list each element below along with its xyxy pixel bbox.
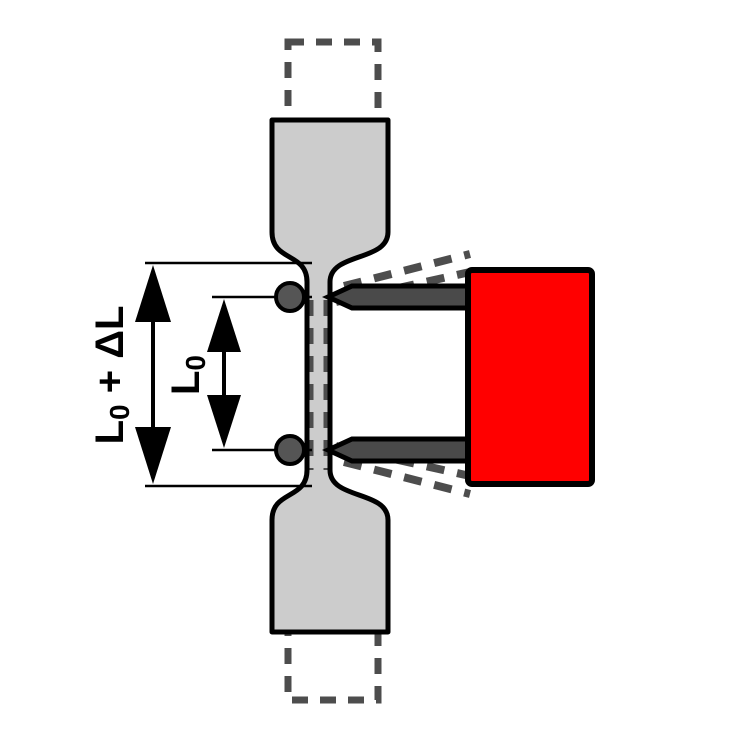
lower-ghost-arm-bottom-edge bbox=[343, 458, 471, 498]
extensometer-arms bbox=[321, 283, 481, 464]
outer-dimension-label: L0 + ΔL bbox=[88, 306, 136, 445]
inner-dimension-label: L0 bbox=[164, 355, 212, 395]
specimen-gauge-edge-overlay bbox=[304, 282, 333, 470]
inner-dimension-arrowhead-top bbox=[207, 299, 241, 352]
outer-dimension-label-rest: + ΔL bbox=[88, 306, 132, 405]
upper-extensometer-arm bbox=[321, 283, 481, 311]
ghost-lower-grip bbox=[284, 620, 382, 704]
lower-extensometer-arm bbox=[321, 436, 481, 464]
knife-edge-contacts bbox=[274, 281, 306, 466]
extensometer-body bbox=[465, 267, 595, 487]
specimen-lower-body bbox=[269, 367, 391, 635]
outer-dimension-arrowhead-bottom bbox=[135, 427, 171, 484]
upper-knife-edge bbox=[274, 281, 306, 313]
outer-dimension-label-sub: 0 bbox=[104, 404, 135, 420]
inner-dimension-label-sub: 0 bbox=[180, 355, 211, 371]
outer-dimension-label-base: L bbox=[88, 420, 132, 444]
outer-dimension-arrowhead-top bbox=[135, 265, 171, 322]
dimension-original-gauge-length: L0 bbox=[164, 295, 312, 452]
inner-dimension-label-base: L bbox=[164, 371, 208, 395]
dimension-elongated-gauge-length: L0 + ΔL bbox=[88, 261, 312, 488]
upper-ghost-arm-top-edge bbox=[343, 250, 471, 290]
inner-dimension-arrowhead-bottom bbox=[207, 395, 241, 448]
lower-knife-edge bbox=[274, 434, 306, 466]
ghost-gauge-overlay bbox=[306, 300, 331, 470]
